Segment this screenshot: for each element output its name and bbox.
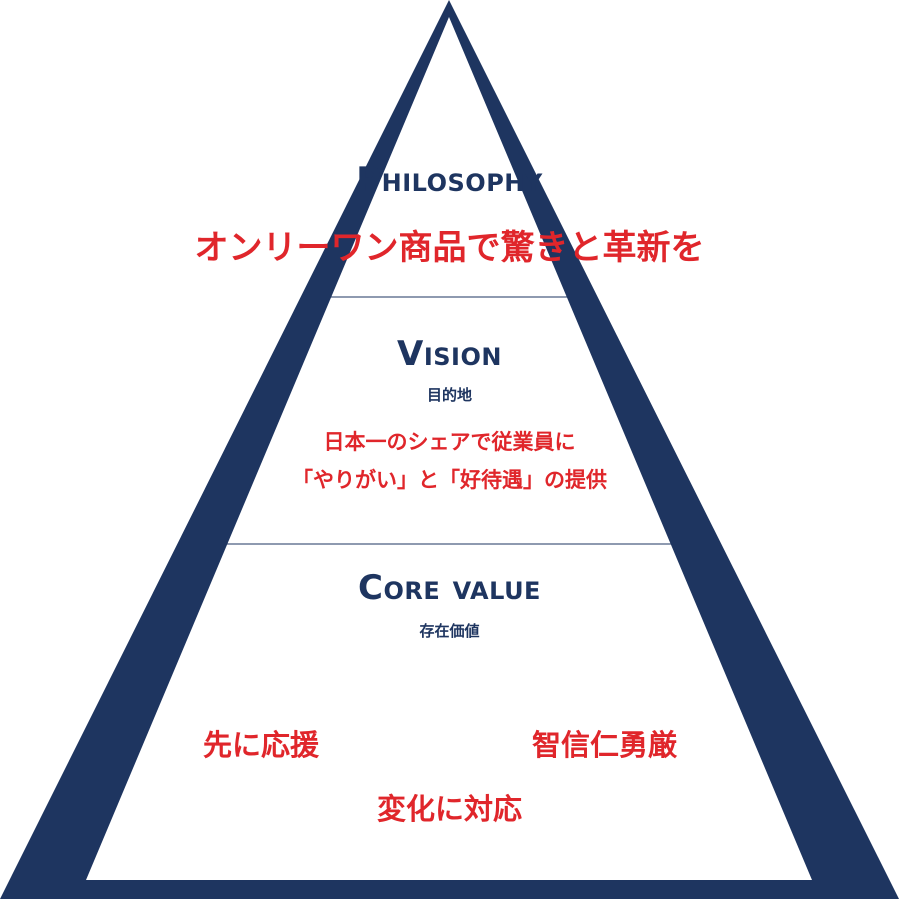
core-value-item: 変化に対応 (376, 792, 522, 826)
vision-subtitle: 目的地 (426, 386, 472, 404)
philosophy-title: Philosophy (356, 160, 543, 200)
vision-title: Vision (397, 334, 502, 374)
core-value-item: 智信仁勇厳 (532, 728, 678, 762)
pyramid-inner (86, 17, 812, 880)
vision-line-2: 「やりがい」と「好待遇」の提供 (292, 468, 607, 492)
core-value-title: Core value (358, 568, 541, 608)
philosophy-statement: オンリーワン商品で驚きと革新を (194, 228, 705, 268)
vision-line-1: 日本一のシェアで従業員に (323, 430, 576, 454)
core-value-item: 先に応援 (203, 728, 320, 762)
core-value-subtitle: 存在価値 (419, 622, 480, 640)
